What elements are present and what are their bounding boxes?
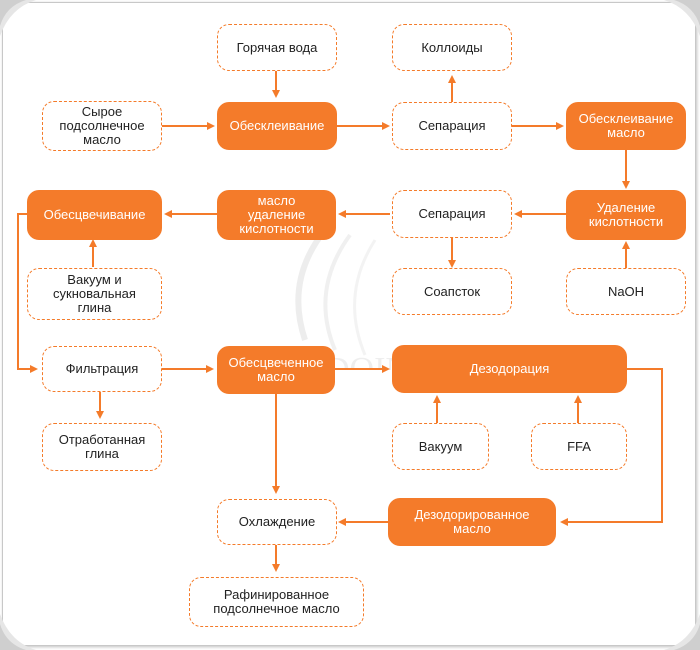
corner-curl-top-right: [664, 0, 700, 36]
node-deacidification: Удаление кислотности: [566, 190, 686, 240]
node-vacuum-clay: Вакуум и сукновальная глина: [27, 268, 162, 320]
arrow-bleaching-filtration: [17, 213, 38, 373]
node-separation-2: Сепарация: [392, 190, 512, 238]
node-bleaching: Обесцвечивание: [27, 190, 162, 240]
node-spent-clay: Отработанная глина: [42, 423, 162, 471]
node-hot-water: Горячая вода: [217, 24, 337, 71]
node-soapstock: Соапсток: [392, 268, 512, 315]
node-naoh: NaOH: [566, 268, 686, 315]
node-separation-1: Сепарация: [392, 102, 512, 150]
node-degumming-oil: Обесклеивание масло: [566, 102, 686, 150]
arrow-deodorization-deodorizedoil: [560, 368, 663, 526]
corner-curl-bottom-left: [0, 614, 36, 650]
corner-curl-bottom-right: [664, 614, 700, 650]
corner-curl-top-left: [0, 0, 36, 36]
node-deodorization: Дезодорация: [392, 345, 627, 393]
node-raw-oil: Сырое подсолнечное масло: [42, 101, 162, 151]
node-deodorized-oil: Дезодорированное масло: [388, 498, 556, 546]
node-ffa: FFA: [531, 423, 627, 470]
node-vacuum: Вакуум: [392, 423, 489, 470]
node-oil-deacidified: масло удаление кислотности: [217, 190, 336, 240]
node-cooling: Охлаждение: [217, 499, 337, 545]
node-bleached-oil: Обесцвеченное масло: [217, 346, 335, 394]
node-filtration: Фильтрация: [42, 346, 162, 392]
node-refined-oil: Рафинированное подсолнечное масло: [189, 577, 364, 627]
node-colloids: Коллоиды: [392, 24, 512, 71]
node-degumming: Обесклеивание: [217, 102, 337, 150]
